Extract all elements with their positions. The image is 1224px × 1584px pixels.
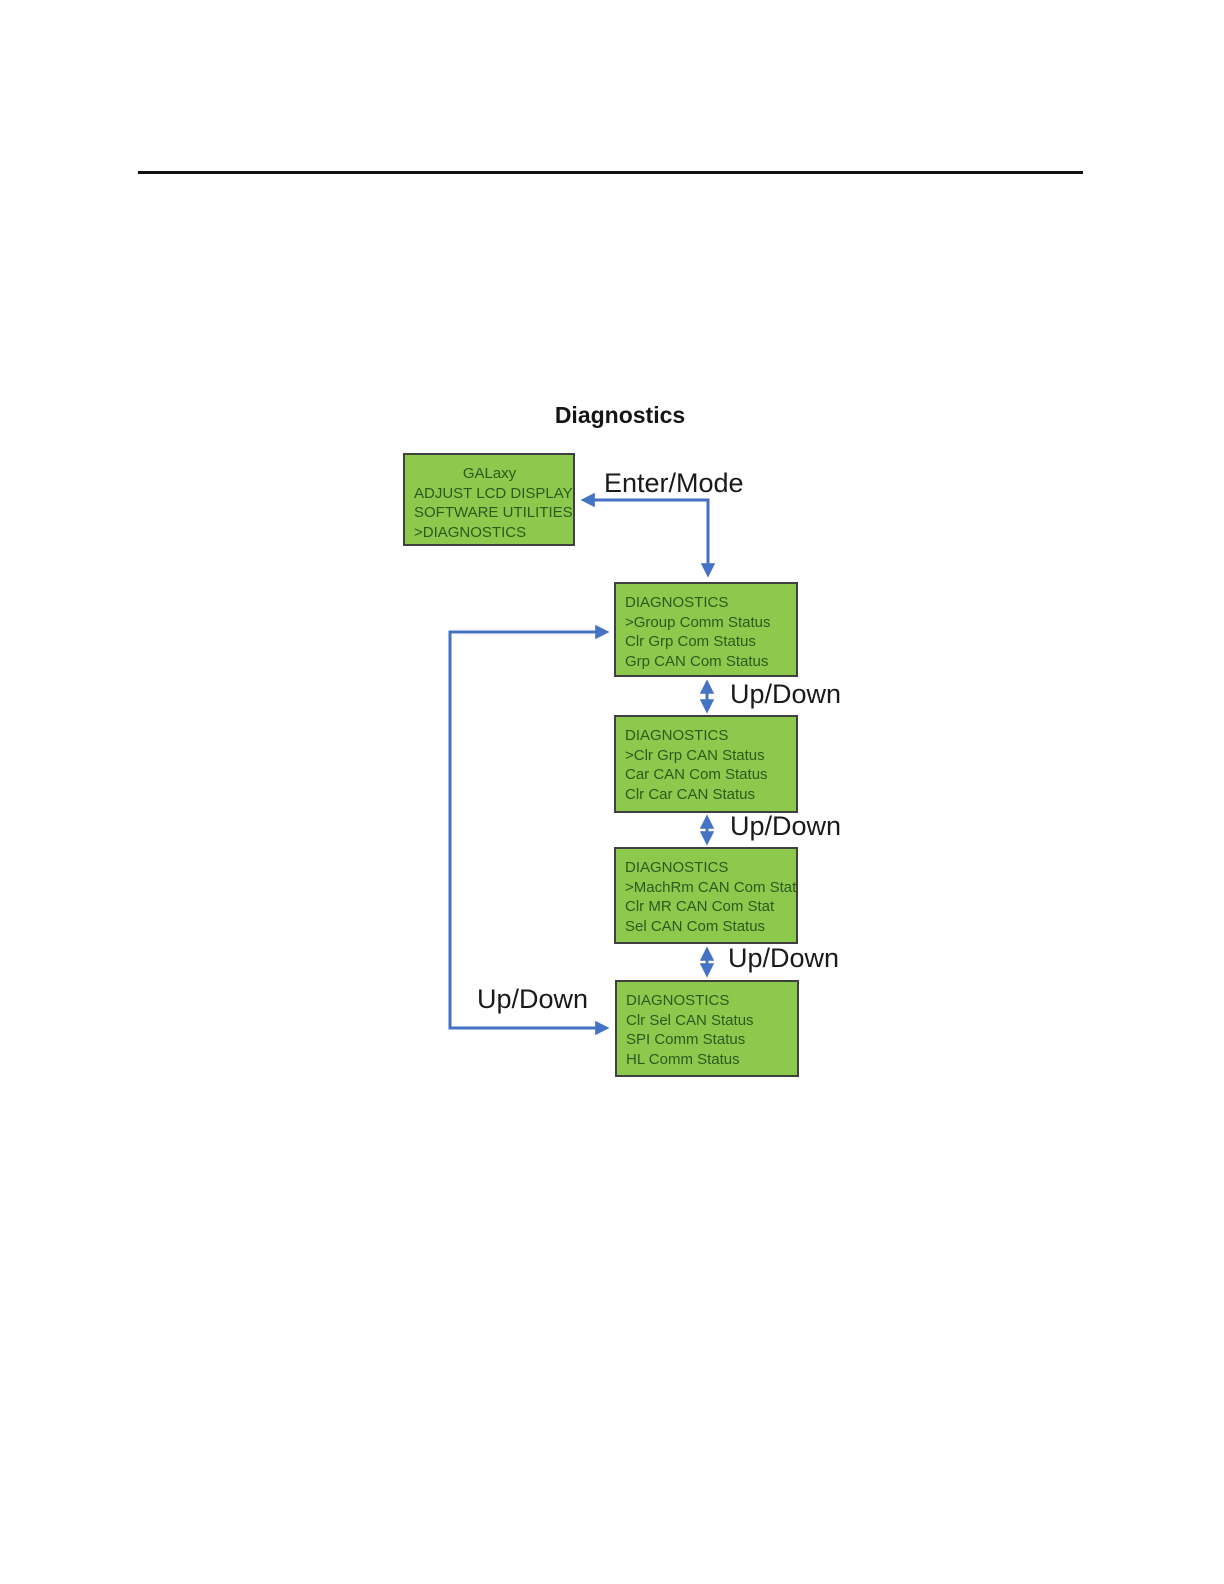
lcd-screen-diagnostics-4: DIAGNOSTICS Clr Sel CAN Status SPI Comm … (615, 980, 799, 1077)
screen-line: DIAGNOSTICS (626, 992, 730, 1009)
screen-line: Clr Car CAN Status (625, 785, 756, 803)
up-down-label: Up/Down (477, 984, 589, 1014)
diagram-title: Diagnostics (554, 402, 686, 428)
screen-line: Clr Grp Com Status (625, 633, 756, 650)
screen-line: Sel CAN Com Status (625, 917, 766, 935)
screen-line: Grp CAN Com Status (625, 652, 769, 670)
up-down-label: Up/Down (728, 943, 840, 973)
screen-line: GALaxy (462, 465, 517, 482)
screen-line: >MachRm CAN Com Stat (625, 878, 797, 896)
header-rule (138, 171, 1083, 174)
enter-mode-label: Enter/Mode (604, 468, 744, 498)
lcd-screen-diagnostics-1: DIAGNOSTICS >Group Comm Status Clr Grp C… (614, 582, 798, 677)
lcd-screen-diagnostics-2: DIAGNOSTICS >Clr Grp CAN Status Car CAN … (614, 715, 798, 813)
screen-line: DIAGNOSTICS (625, 594, 729, 611)
screen-line: HL Comm Status (626, 1050, 740, 1068)
screen-line: SPI Comm Status (626, 1031, 746, 1048)
screen-line: >Clr Grp CAN Status (625, 746, 765, 764)
screen-line: SOFTWARE UTILITIES (414, 504, 573, 521)
screen-line: DIAGNOSTICS (625, 727, 729, 744)
up-down-label: Up/Down (730, 811, 842, 841)
screen-line: Clr MR CAN Com Stat (625, 898, 775, 915)
up-down-loop-arrow (448, 624, 610, 1036)
up-down-label: Up/Down (730, 679, 842, 709)
screen-line: DIAGNOSTICS (625, 859, 729, 876)
screen-line: Car CAN Com Status (625, 766, 768, 783)
screen-line: ADJUST LCD DISPLAY (414, 484, 573, 502)
enter-mode-arrow (580, 492, 716, 578)
screen-line: Clr Sel CAN Status (626, 1011, 754, 1029)
screen-line: >Group Comm Status (625, 613, 771, 631)
lcd-screen-diagnostics-3: DIAGNOSTICS >MachRm CAN Com Stat Clr MR … (614, 847, 798, 944)
screen-line: >DIAGNOSTICS (414, 523, 527, 541)
lcd-screen-main-menu: GALaxy ADJUST LCD DISPLAY SOFTWARE UTILI… (403, 453, 575, 546)
